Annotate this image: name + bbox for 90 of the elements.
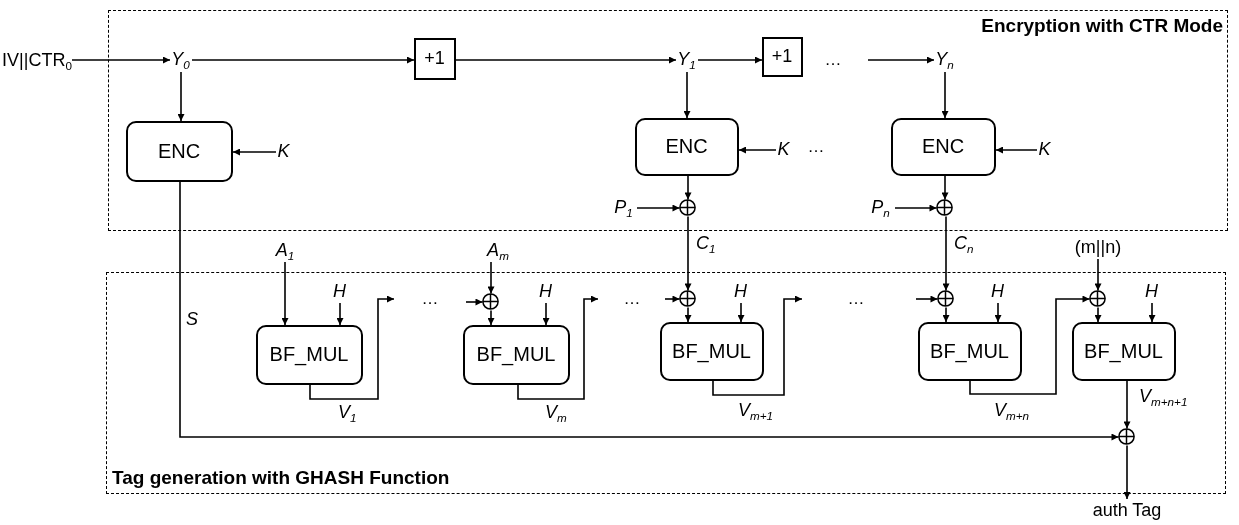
- variable-label: K: [1036, 137, 1053, 162]
- arrow: [867, 56, 935, 64]
- variable-label: Y$_{1}$: [675, 47, 698, 72]
- edge-label: V$_{m+n}$: [994, 401, 1030, 421]
- arrow: [941, 175, 949, 201]
- arrow: [664, 295, 681, 303]
- ellipsis: …: [824, 50, 842, 70]
- ellipsis: …: [847, 289, 865, 309]
- signal-label: IV||CTR$_{0}$: [2, 48, 72, 72]
- variable-label: A$_{1}$: [271, 238, 299, 262]
- edge-label: V$_{m}$: [545, 403, 567, 423]
- variable-label: A$_{m}$: [481, 238, 515, 262]
- signal-label: auth Tag: [1088, 499, 1166, 521]
- arrow: [232, 148, 277, 156]
- function-block: BF_MUL: [659, 321, 764, 381]
- arrow: [1148, 302, 1156, 323]
- increment-block: +1: [761, 36, 803, 77]
- edge-label: V$_{1}$: [338, 403, 357, 423]
- ellipsis: …: [421, 289, 439, 309]
- arrow: [517, 295, 599, 400]
- variable-label: H: [537, 280, 554, 303]
- variable-label: H: [732, 280, 749, 303]
- ellipsis: …: [807, 137, 825, 157]
- variable-label: H: [331, 280, 348, 303]
- xor-symbol: [937, 290, 954, 307]
- xor-symbol: [679, 290, 696, 307]
- arrow: [915, 295, 939, 303]
- edge-label: V$_{m+1}$: [738, 401, 774, 421]
- signal-label: (m||n): [1061, 235, 1135, 259]
- arrow: [697, 56, 763, 64]
- variable-label: P$_{n}$: [866, 195, 895, 220]
- arrow: [684, 306, 692, 323]
- arrow: [995, 146, 1038, 154]
- variable-label: H: [989, 280, 1006, 303]
- arrow: [712, 295, 803, 396]
- arrow: [1094, 258, 1102, 292]
- function-block: BF_MUL: [462, 324, 570, 385]
- arrow: [942, 306, 950, 323]
- arrow: [894, 204, 938, 212]
- arrow: [737, 302, 745, 323]
- xor-symbol: [679, 199, 696, 216]
- arrow: [684, 215, 692, 292]
- arrow: [683, 71, 691, 119]
- ellipsis: …: [623, 289, 641, 309]
- arrow: [969, 295, 1091, 395]
- group-title: Encryption with CTR Mode: [981, 15, 1223, 37]
- function-block: BF_MUL: [255, 324, 363, 385]
- arrow: [1123, 380, 1131, 430]
- arrow: [941, 71, 949, 119]
- variable-label: Y$_{0}$: [169, 47, 192, 72]
- arrow: [455, 56, 677, 64]
- arrow: [309, 295, 395, 400]
- arrow: [1123, 444, 1131, 500]
- xor-symbol: [1118, 428, 1135, 445]
- variable-label: P$_{1}$: [610, 195, 637, 220]
- function-block: ENC: [890, 117, 996, 176]
- function-block: BF_MUL: [917, 321, 1022, 381]
- arrow: [179, 181, 1120, 441]
- arrow: [71, 56, 171, 64]
- xor-symbol: [936, 199, 953, 216]
- variable-label: K: [275, 139, 292, 164]
- arrow: [336, 302, 344, 326]
- variable-label: K: [775, 137, 792, 162]
- increment-block: +1: [413, 37, 456, 80]
- dashed-group-frame: [106, 272, 1226, 494]
- edge-label: C$_{1}$: [696, 234, 716, 254]
- arrow: [487, 309, 495, 326]
- group-title: Tag generation with GHASH Function: [112, 467, 450, 489]
- xor-symbol: [1089, 290, 1106, 307]
- arrow: [738, 146, 777, 154]
- function-block: ENC: [634, 117, 739, 176]
- function-block: BF_MUL: [1071, 321, 1176, 381]
- arrow: [177, 71, 185, 122]
- arrow: [281, 261, 289, 326]
- arrow: [1094, 306, 1102, 323]
- variable-label: H: [1143, 280, 1160, 303]
- arrow: [191, 56, 415, 64]
- function-block: ENC: [125, 120, 233, 182]
- edge-label: C$_{n}$: [954, 234, 974, 254]
- arrow: [465, 298, 484, 306]
- arrow: [684, 175, 692, 201]
- arrow: [542, 302, 550, 326]
- dashed-group-frame: [108, 10, 1228, 231]
- variable-label: Y$_{n}$: [933, 47, 956, 72]
- edge-label: V$_{m+n+1}$: [1139, 387, 1188, 407]
- xor-symbol: [482, 293, 499, 310]
- arrow: [994, 302, 1002, 323]
- arrow: [942, 215, 950, 292]
- arrow: [487, 261, 495, 295]
- arrow: [636, 204, 681, 212]
